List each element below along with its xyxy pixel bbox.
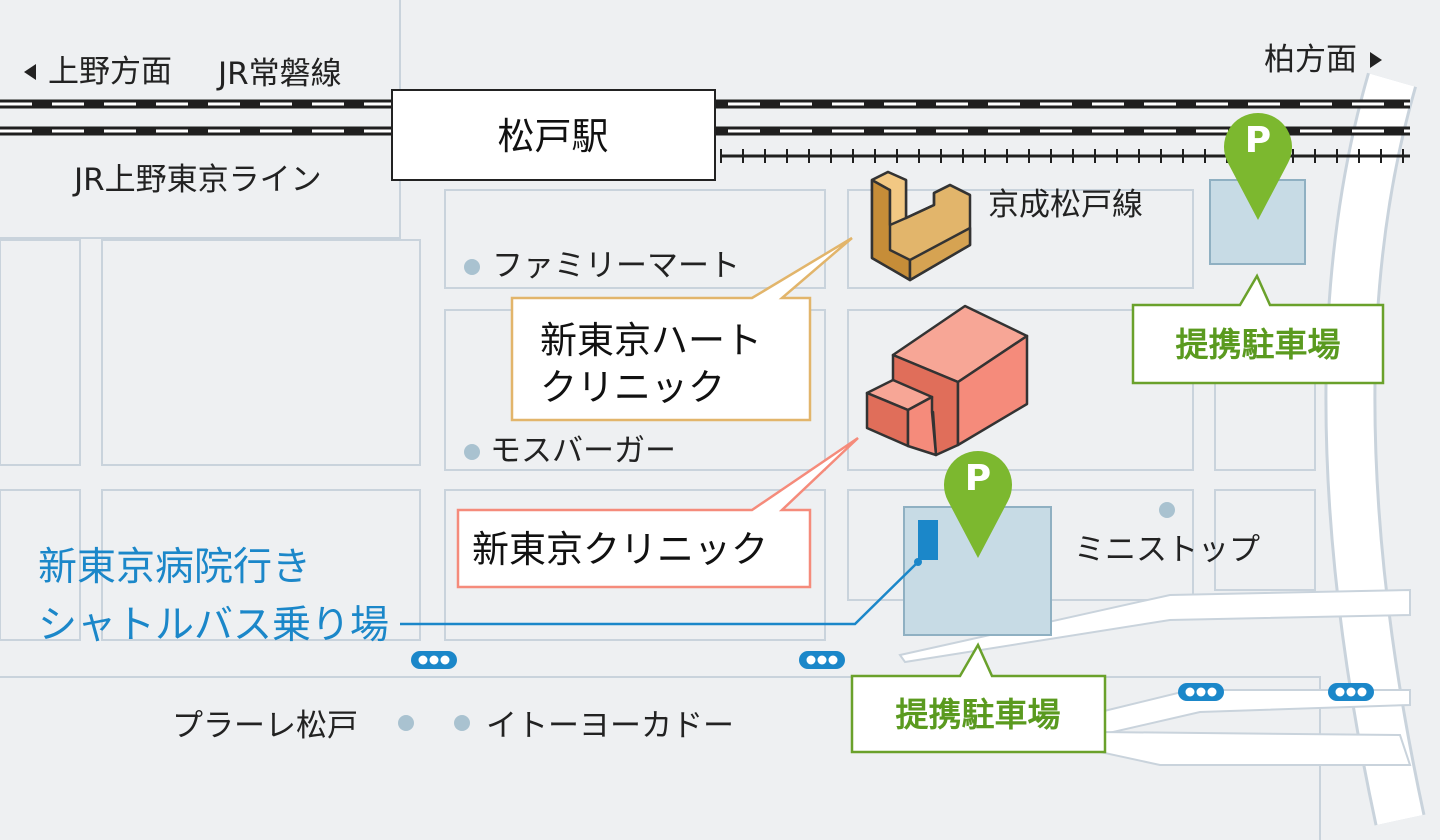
poi-dot bbox=[1159, 502, 1175, 518]
shop-plare[interactable]: プラーレ松戸 bbox=[172, 708, 358, 744]
shop-familymart[interactable]: ファミリーマート bbox=[492, 248, 740, 284]
bus-pointer-line bbox=[400, 561, 919, 626]
matsudo-station[interactable]: 松戸駅 bbox=[391, 89, 716, 181]
heart-clinic-callout[interactable]: 新東京ハート クリニック bbox=[510, 236, 853, 422]
label-keisei: 京成松戸線 bbox=[988, 187, 1143, 223]
heart-clinic-name-line1: 新東京ハート bbox=[540, 319, 762, 362]
shop-itoyokado[interactable]: イトーヨーカドー bbox=[486, 708, 734, 744]
building-icon bbox=[870, 170, 972, 282]
label-jr-ueno-tokyo: JR上野東京ライン bbox=[72, 162, 322, 198]
clinic-name: 新東京クリニック bbox=[472, 528, 768, 571]
bus-callout[interactable]: 新東京病院行き シャトルバス乗り場 bbox=[38, 545, 389, 648]
bus-label-line1: 新東京病院行き bbox=[38, 545, 311, 590]
shop-mos[interactable]: モスバーガー bbox=[490, 433, 676, 469]
parking-callout-top[interactable]: 提携駐車場 bbox=[1131, 273, 1385, 385]
triangle-right-icon bbox=[1370, 52, 1382, 68]
parking-callout-bottom[interactable]: 提携駐車場 bbox=[850, 642, 1107, 754]
triangle-left-icon bbox=[24, 64, 36, 80]
poi-dot bbox=[398, 715, 414, 731]
parking-pin-icon[interactable]: P bbox=[943, 451, 1013, 558]
svg-text:P: P bbox=[965, 458, 991, 499]
bus-label-line2: シャトルバス乗り場 bbox=[38, 603, 389, 648]
bus-stop-icon[interactable] bbox=[799, 651, 845, 669]
clinic-callout[interactable]: 新東京クリニック bbox=[456, 436, 859, 589]
direction-kashiwa: 柏方面 bbox=[1264, 42, 1357, 78]
shuttle-bus-stop-marker[interactable] bbox=[918, 520, 938, 560]
parking-label-top: 提携駐車場 bbox=[1176, 325, 1341, 364]
poi-dot bbox=[454, 715, 470, 731]
bus-stop-icon[interactable] bbox=[1328, 683, 1374, 701]
diagonal-road bbox=[898, 588, 1412, 766]
poi-dot bbox=[464, 259, 480, 275]
heart-clinic-name-line2: クリニック bbox=[540, 366, 725, 409]
parking-label-bottom: 提携駐車場 bbox=[896, 695, 1061, 734]
bus-stop-icon[interactable] bbox=[1178, 683, 1224, 701]
station-label: 松戸駅 bbox=[498, 115, 609, 158]
parking-pin-icon[interactable]: P bbox=[1224, 112, 1292, 220]
poi-dot bbox=[464, 444, 480, 460]
bus-stop-icon[interactable] bbox=[411, 651, 457, 669]
svg-text:P: P bbox=[1245, 120, 1271, 161]
label-jr-joban: JR常磐線 bbox=[216, 56, 342, 92]
direction-ueno: 上野方面 bbox=[48, 54, 172, 90]
shop-ministop[interactable]: ミニストップ bbox=[1074, 532, 1260, 568]
building-icon bbox=[865, 304, 1029, 457]
